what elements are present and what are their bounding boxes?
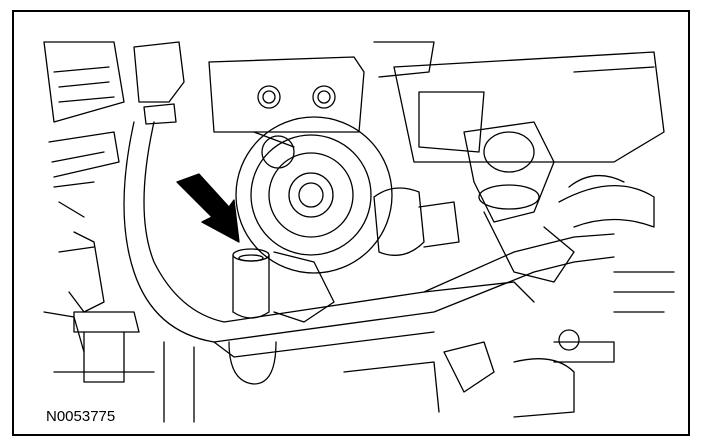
right-housing xyxy=(393,51,665,163)
illustration-frame: N0053775 xyxy=(12,10,690,436)
elbow-fitting xyxy=(373,187,460,256)
engine-line-drawing xyxy=(43,41,675,423)
arrow-icon xyxy=(176,173,240,243)
oil-pressure-tube xyxy=(228,248,277,385)
lower-components xyxy=(53,251,675,423)
coolant-tube xyxy=(123,121,615,358)
figure-number: N0053775 xyxy=(44,408,118,426)
left-component-outline xyxy=(43,41,125,353)
hose-connector xyxy=(463,121,655,283)
oil-filter-housing xyxy=(235,116,393,274)
upper-bracket xyxy=(133,41,435,133)
